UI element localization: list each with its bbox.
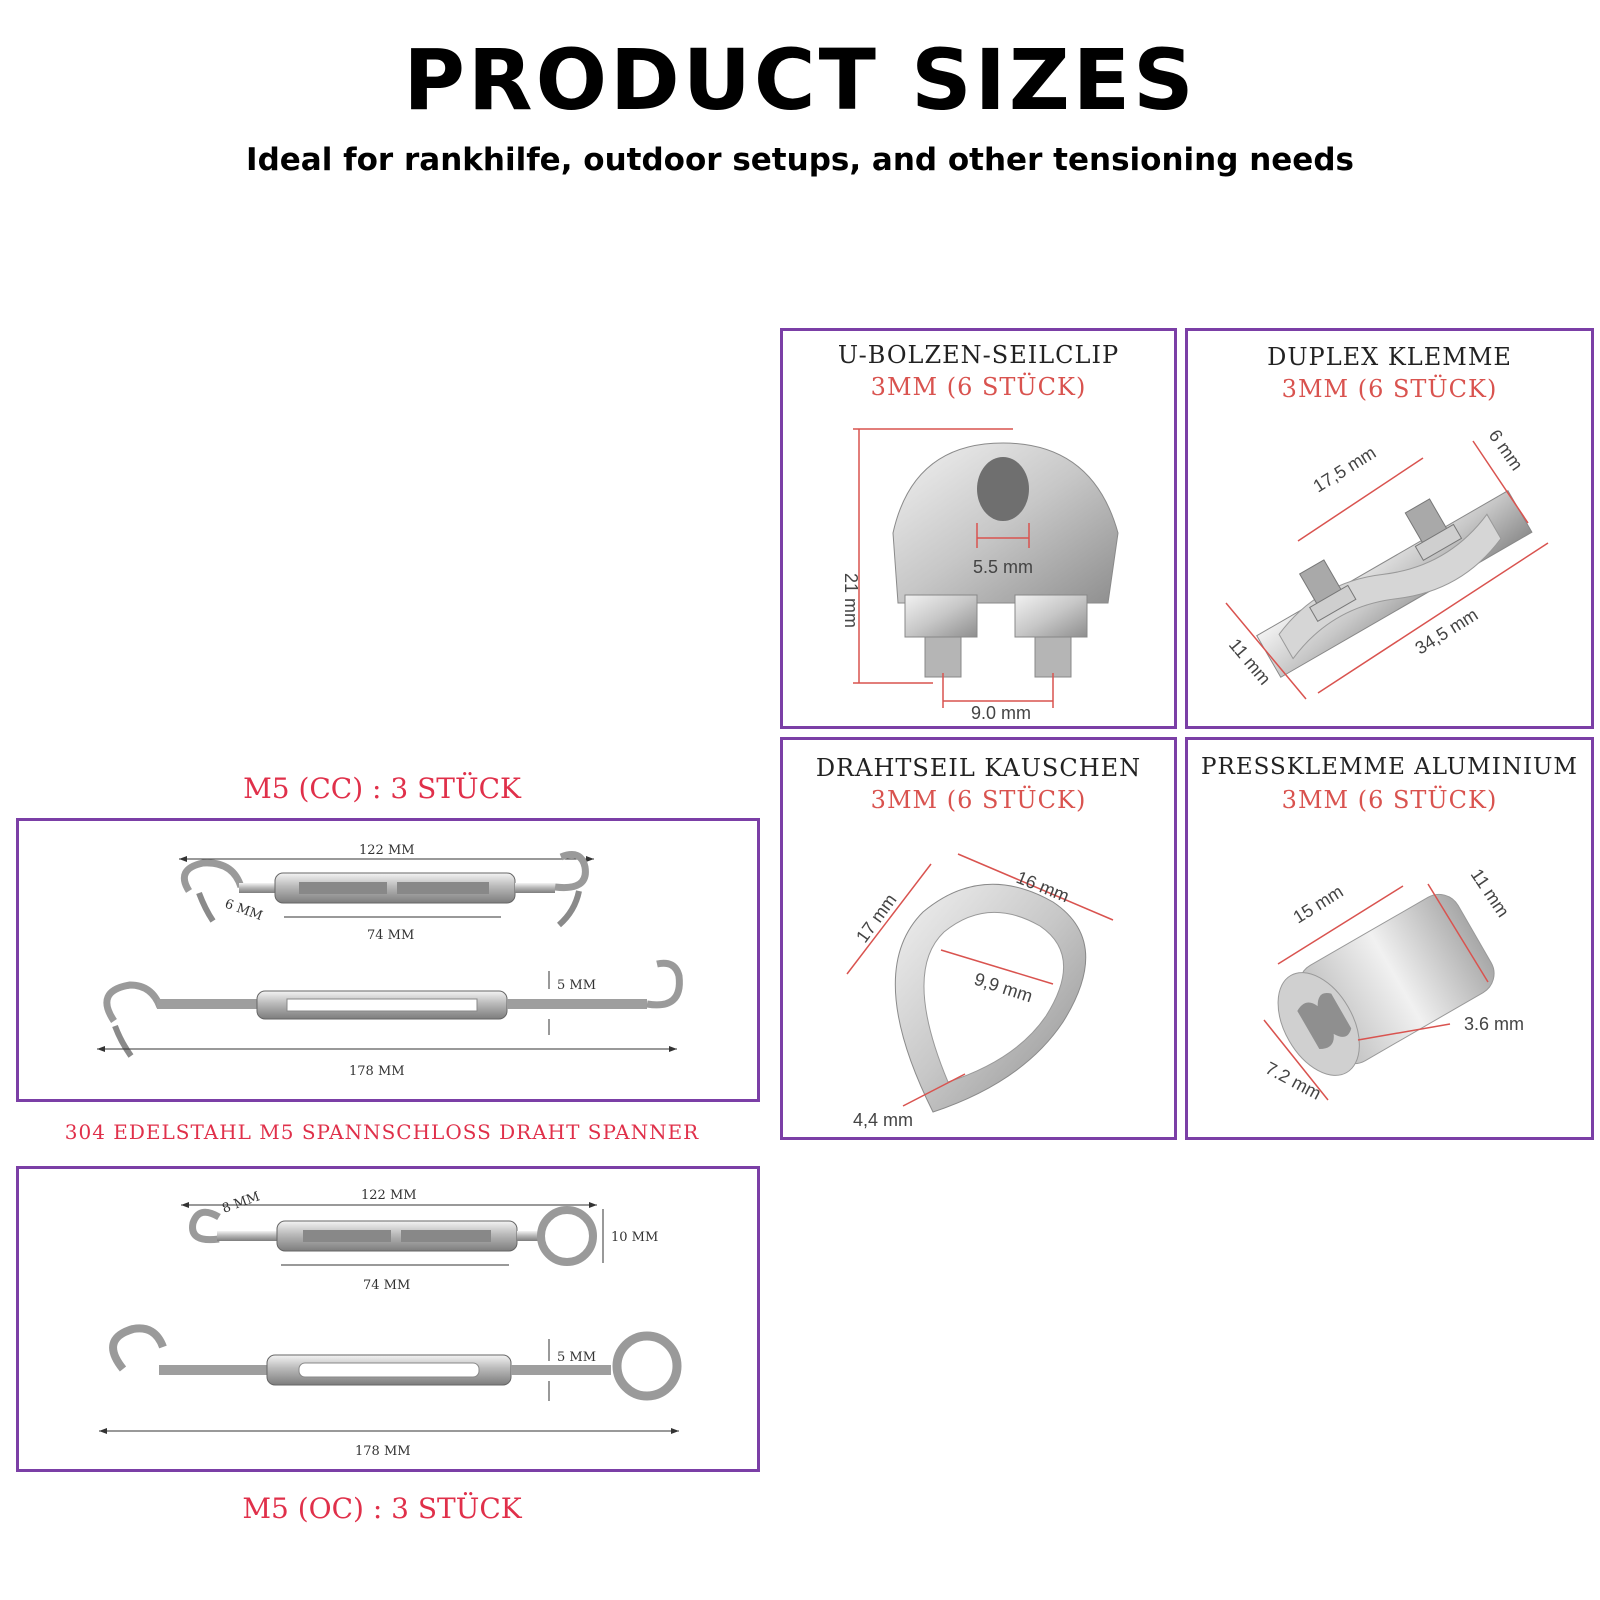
cc-length-short: 122 MM <box>359 843 415 858</box>
u-bolt-height: 21 mm <box>841 573 861 628</box>
aluminium-ferrule-drawing: 15 mm 11 mm 3.6 mm 7.2 mm <box>1262 865 1524 1104</box>
turnbuckle-material-label: 304 EDELSTAHL M5 SPANNSCHLOSS DRAHT SPAN… <box>64 1120 700 1144</box>
turnbuckle-oc-panel: 122 MM 8 MM 10 MM 74 MM 5 MM 178 MM <box>16 1166 760 1472</box>
turnbuckle-oc-drawing: 122 MM 8 MM 10 MM 74 MM 5 MM 178 MM <box>99 1188 682 1459</box>
cc-length-long: 178 MM <box>349 1064 405 1079</box>
oc-thread-size: 5 MM <box>557 1350 596 1365</box>
oc-eye-size: 10 MM <box>611 1230 658 1245</box>
ferrule-hole: 3.6 mm <box>1464 1014 1524 1034</box>
ferrule-width: 11 mm <box>1467 865 1514 921</box>
cc-hook-size: 6 MM <box>223 897 265 924</box>
u-bolt-sub: 3MM (6 STÜCK) <box>870 373 1087 401</box>
thimble-groove: 4,4 mm <box>853 1110 913 1130</box>
u-bolt-clip-drawing: 21 mm 5.5 mm 9.0 mm <box>841 428 1119 723</box>
panel-wire-thimble: DRAHTSEIL KAUSCHEN 3MM (6 STÜCK) 16 mm 1… <box>780 737 1177 1140</box>
oc-hook-size: 8 MM <box>220 1189 262 1216</box>
cc-thread-size: 5 MM <box>557 978 596 993</box>
duplex-clamp-drawing: 17,5 mm 6 mm 11 mm 34,5 mm <box>1225 426 1549 700</box>
panel-aluminium-ferrule: PRESSKLEMME ALUMINIUM 3MM (6 STÜCK) 15 m… <box>1185 737 1594 1140</box>
duplex-bolt-spacing: 17,5 mm <box>1310 442 1380 496</box>
wire-thimble-drawing: 16 mm 17 mm 9,9 mm 4,4 mm <box>846 853 1114 1130</box>
u-bolt-hole: 5.5 mm <box>973 557 1033 577</box>
duplex-sub: 3MM (6 STÜCK) <box>1281 375 1498 403</box>
page-title: PRODUCT SIZES <box>403 31 1197 129</box>
panel-u-bolt-clip: U-BOLZEN-SEILCLIP 3MM (6 STÜCK) 21 mm 5.… <box>780 328 1177 729</box>
page-subtitle: Ideal for rankhilfe, outdoor setups, and… <box>246 142 1354 178</box>
oc-label: M5 (OC) : 3 STÜCK <box>242 1492 522 1525</box>
duplex-length: 34,5 mm <box>1412 604 1482 658</box>
thimble-height: 17 mm <box>852 890 901 946</box>
thimble-title: DRAHTSEIL KAUSCHEN <box>815 754 1142 782</box>
u-bolt-title: U-BOLZEN-SEILCLIP <box>837 341 1120 369</box>
ferrule-title: PRESSKLEMME ALUMINIUM <box>1201 754 1578 780</box>
ferrule-length: 15 mm <box>1290 881 1347 927</box>
u-bolt-width: 9.0 mm <box>971 703 1031 723</box>
oc-length-short: 122 MM <box>361 1188 417 1203</box>
cc-label: M5 (CC) : 3 STÜCK <box>243 772 521 805</box>
cc-body-short: 74 MM <box>367 928 414 943</box>
oc-length-long: 178 MM <box>355 1444 411 1459</box>
panel-duplex-clamp: DUPLEX KLEMME 3MM (6 STÜCK) 17,5 mm 6 mm… <box>1185 328 1594 729</box>
duplex-title: DUPLEX KLEMME <box>1267 343 1512 371</box>
oc-body-short: 74 MM <box>363 1278 410 1293</box>
thimble-sub: 3MM (6 STÜCK) <box>870 786 1087 814</box>
ferrule-sub: 3MM (6 STÜCK) <box>1281 786 1498 814</box>
turnbuckle-cc-drawing: 122 MM 6 MM 74 MM 5 MM 178 MM <box>97 843 683 1079</box>
turnbuckle-cc-panel: 122 MM 6 MM 74 MM 5 MM 178 MM <box>16 818 760 1102</box>
